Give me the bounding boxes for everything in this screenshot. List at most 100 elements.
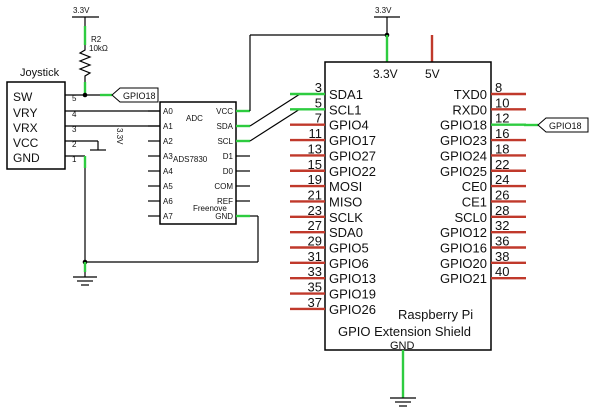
rpi-right-pin-number: 28: [495, 203, 509, 218]
rpi-right-pin-name: SCL0: [454, 210, 487, 225]
rpi-left-pin-number: 23: [308, 203, 322, 218]
adc-chip: [159, 101, 237, 225]
adc-pin-a1: A1: [163, 122, 173, 131]
adc-pin-d0: D0: [223, 167, 234, 176]
rpi-title-line1: Raspberry Pi: [398, 307, 473, 322]
rpi-left-pin-number: 21: [308, 187, 322, 202]
adc-title: ADC: [186, 114, 203, 123]
vcc-mid-label: 3.3V: [375, 6, 392, 15]
rpi-left-pin-name: GPIO4: [329, 118, 369, 133]
rpi-right-pin-number: 16: [495, 126, 509, 141]
vcc-joystick-label: 3.3V: [115, 128, 124, 145]
joystick-num-3: 3: [72, 125, 77, 134]
rpi-right-pin-name: GPIO21: [440, 271, 487, 286]
rpi-right-pin-name: GPIO12: [440, 225, 487, 240]
rpi-left-pin-number: 33: [308, 264, 322, 279]
rpi-right-pin-number: 36: [495, 234, 509, 249]
joystick-pin-vrx: VRX: [13, 121, 38, 135]
rpi-right-pin-number: 10: [495, 95, 509, 110]
rpi-left-pin-number: 35: [308, 280, 322, 295]
rpi-left-pin-number: 7: [315, 111, 322, 126]
adc-right-pins: VCC SDA SCL D1 D0 COM REF GND: [214, 107, 233, 221]
rpi-right-pin-number: 22: [495, 157, 509, 172]
joystick-pin-gnd: GND: [13, 151, 40, 165]
adc-brand: Freenove: [193, 204, 227, 213]
rpi-left-pin-number: 27: [308, 218, 322, 233]
rpi-left-pin-name: GPIO19: [329, 287, 376, 302]
joystick-title: Joystick: [20, 67, 60, 79]
rpi-right-pin-name: GPIO18: [440, 118, 487, 133]
rpi-title-line2: GPIO Extension Shield: [338, 324, 471, 339]
rpi-right-pin-number: 38: [495, 249, 509, 264]
adc-pin-scl: SCL: [217, 137, 233, 146]
gpio18-net-tag-right: [537, 117, 589, 133]
rpi-right-pin-name: GPIO20: [440, 256, 487, 271]
rpi-right-pin-name: RXD0: [452, 102, 487, 117]
rpi-left-pin-name: MISO: [329, 194, 362, 209]
supply-left: 3.3V: [72, 6, 99, 26]
adc-pin-ref: REF: [217, 197, 233, 206]
ground-symbol-right: [390, 397, 416, 407]
rpi-gnd-label: GND: [390, 340, 415, 352]
joystick-body: [6, 81, 66, 170]
rpi-left-pin-name: SCL1: [329, 102, 362, 117]
adc-pin-vcc: VCC: [216, 107, 233, 116]
rpi-right-pin-name: TXD0: [454, 87, 487, 102]
supply-mid: 3.3V: [374, 6, 400, 35]
adc-left-pins: A0 A1 A2 A3 A4 A5 A6 A7: [163, 107, 173, 221]
raspberry-pi-shield: [324, 61, 492, 351]
joystick-pins: SW VRY VRX VCC GND 5 4 3 2 1: [13, 90, 77, 165]
rpi-left-pin-number: 19: [308, 172, 322, 187]
rpi-right-pin-name: CE1: [462, 194, 487, 209]
adc-pin-a5: A5: [163, 182, 173, 191]
joystick-num-1: 1: [72, 155, 77, 164]
joystick-pin-vcc: VCC: [13, 136, 39, 150]
rpi-right-pin-number: 18: [495, 141, 509, 156]
rpi-left-pin-name: GPIO6: [329, 256, 369, 271]
rpi-left-pin-number: 15: [308, 157, 322, 172]
adc-pin-sda: SDA: [217, 122, 234, 131]
rpi-right-pin-number: 26: [495, 187, 509, 202]
joystick-num-2: 2: [72, 140, 77, 149]
rpi-left-pin-number: 31: [308, 249, 322, 264]
adc-pin-com: COM: [214, 182, 233, 191]
rpi-pin-5v: 5V: [425, 67, 440, 81]
joystick-num-4: 4: [72, 110, 77, 119]
joystick-pin-vry: VRY: [13, 106, 37, 120]
gpio18-net-tag-left: [111, 87, 159, 103]
adc-pin-a3: A3: [163, 152, 173, 161]
adc-part: ADS7830: [173, 155, 208, 164]
adc-pin-a2: A2: [163, 137, 173, 146]
joystick-num-5: 5: [72, 94, 77, 103]
rpi-left-pin-name: GPIO26: [329, 302, 376, 317]
adc-left-stubs: [148, 110, 160, 217]
rpi-right-pin-number: 8: [495, 80, 502, 95]
adc-pin-a0: A0: [163, 107, 173, 116]
rpi-left-pin-number: 37: [308, 295, 322, 310]
rpi-right-pin-name: GPIO25: [440, 164, 487, 179]
rpi-right-pin-number: 40: [495, 264, 509, 279]
rpi-right-pin-name: GPIO16: [440, 241, 487, 256]
rpi-right-pin-name: GPIO24: [440, 148, 487, 163]
rpi-left-pin-name: SDA0: [329, 225, 363, 240]
vcc-left-label: 3.3V: [73, 6, 90, 15]
rpi-right-pin-name: GPIO23: [440, 133, 487, 148]
adc-pin-gnd: GND: [215, 212, 233, 221]
adc-pin-d1: D1: [223, 152, 234, 161]
rpi-right-pins: 8TXD010RXD012GPIO1816GPIO2318GPIO2422GPI…: [440, 80, 526, 286]
rpi-left-pin-number: 5: [315, 95, 322, 110]
gpio18-net-label-right: GPIO18: [549, 121, 582, 131]
rpi-right-pin-name: CE0: [462, 179, 487, 194]
rpi-left-pin-name: MOSI: [329, 179, 362, 194]
rpi-left-pin-name: GPIO22: [329, 164, 376, 179]
resistor-value: 10kΩ: [89, 44, 108, 53]
rpi-left-pin-number: 3: [315, 80, 322, 95]
rpi-right-pin-number: 24: [495, 172, 509, 187]
rpi-left-pin-name: GPIO5: [329, 241, 369, 256]
adc-pin-a6: A6: [163, 197, 173, 206]
rpi-left-pin-number: 29: [308, 234, 322, 249]
rpi-left-pin-name: SCLK: [329, 210, 363, 225]
resistor-ref: R2: [91, 35, 102, 44]
